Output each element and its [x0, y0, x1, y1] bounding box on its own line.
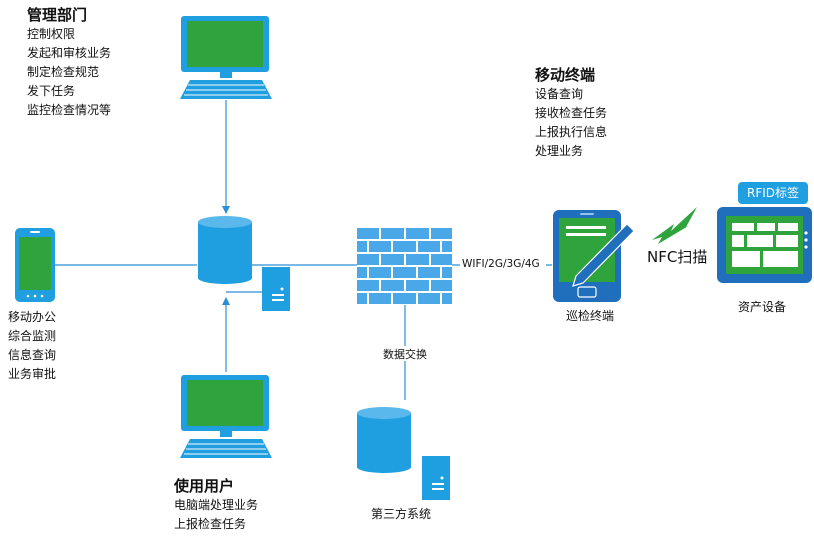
asset-device-icon	[717, 207, 812, 283]
data-exchange-label: 数据交换	[383, 347, 427, 361]
nfc-signal-icon	[652, 207, 697, 244]
asset-device-label: 资产设备	[738, 300, 787, 314]
third-party-database-icon	[357, 407, 411, 473]
nfc-scan-label: NFC扫描	[647, 248, 708, 266]
mobile-phone-icon	[15, 228, 55, 302]
mobile-office-section: 移动办公 综合监测 信息查询 业务审批	[8, 308, 56, 384]
firewall-icon	[357, 228, 452, 304]
management-item: 发起和审核业务	[27, 46, 112, 60]
management-item: 监控检查情况等	[27, 103, 112, 117]
mobile-terminal-section: 移动终端 设备查询 接收检查任务 上报执行信息 处理业务	[535, 66, 607, 161]
network-label: WIFI/2G/3G/4G	[462, 258, 540, 270]
users-item: 上报检查任务	[174, 517, 247, 531]
central-database-icon	[198, 216, 252, 284]
central-server-icon	[262, 267, 290, 311]
third-party-server-icon	[422, 456, 450, 500]
mobile-terminal-item: 接收检查任务	[535, 106, 608, 120]
users-section: 使用用户 电脑端处理业务 上报检查任务	[174, 477, 258, 534]
management-item: 制定检查规范	[27, 65, 100, 79]
mobile-terminal-title: 移动终端	[535, 66, 596, 84]
rfid-tag-label: RFID标签	[747, 185, 799, 200]
mobile-office-item: 移动办公	[8, 310, 57, 324]
management-section: 管理部门 控制权限 发起和审核业务 制定检查规范 发下任务 监控检查情况等	[27, 6, 111, 120]
management-item: 控制权限	[27, 27, 76, 41]
mobile-terminal-item: 上报执行信息	[535, 125, 608, 139]
patrol-terminal-label: 巡检终端	[566, 309, 615, 323]
users-item: 电脑端处理业务	[174, 498, 259, 512]
management-title: 管理部门	[27, 6, 88, 24]
mobile-office-item: 信息查询	[8, 348, 57, 362]
patrol-terminal-icon	[553, 210, 635, 302]
mobile-terminal-item: 设备查询	[535, 87, 584, 101]
users-title: 使用用户	[174, 477, 235, 495]
mobile-terminal-item: 处理业务	[535, 144, 584, 158]
management-computer-icon	[180, 16, 272, 99]
rfid-tag-badge: RFID标签	[738, 182, 808, 204]
management-item: 发下任务	[27, 84, 76, 98]
mobile-office-item: 业务审批	[8, 367, 57, 381]
mobile-office-item: 综合监测	[8, 329, 57, 343]
connector-lines	[55, 100, 552, 400]
user-computer-icon	[180, 375, 272, 458]
third-party-label: 第三方系统	[371, 507, 432, 521]
